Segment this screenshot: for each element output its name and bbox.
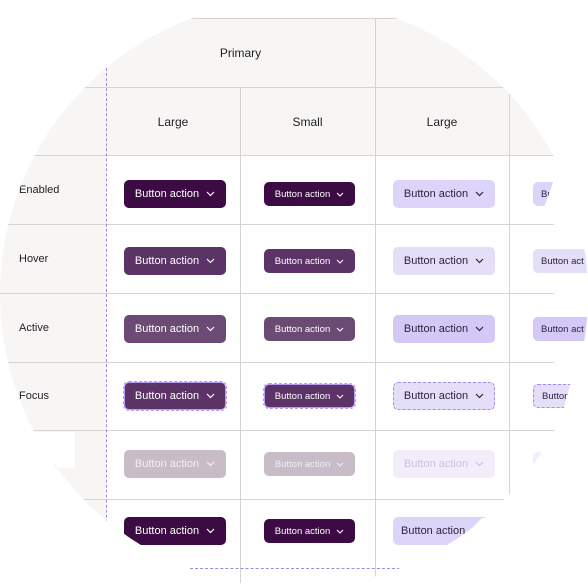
top-band: [0, 0, 588, 18]
primary-small-last-button[interactable]: Button action: [264, 519, 355, 543]
secondary-large-focus-button[interactable]: Button action: [393, 382, 495, 410]
secondary-small-active-button[interactable]: Button act: [533, 317, 588, 341]
grid-line: [0, 499, 510, 500]
secondary-large-active-button[interactable]: Button action: [393, 315, 495, 343]
grid-line: [509, 87, 510, 497]
button-label: Button action: [134, 255, 200, 267]
button-label: Button action: [274, 323, 331, 335]
button-label: Button action: [403, 188, 469, 200]
primary-small-enabled-button[interactable]: Button action: [264, 182, 355, 206]
grid-line: [375, 18, 376, 588]
grid-line: [106, 18, 588, 19]
header-secondary-large: Large: [426, 115, 458, 129]
chevron-down-icon: [336, 327, 344, 332]
grid-line: [240, 87, 241, 588]
button-label: Button action: [403, 255, 469, 267]
button-label: Button action: [134, 458, 200, 470]
primary-large-last-button[interactable]: Button action: [124, 517, 226, 545]
button-label: Button action: [274, 255, 331, 267]
row-label-focus: Focus: [19, 390, 49, 402]
grid-line: [0, 155, 554, 156]
header-primary-large: Large: [157, 115, 189, 129]
primary-small-hover-button[interactable]: Button action: [264, 249, 355, 273]
button-label: Button act: [541, 255, 584, 267]
header-primary: Primary: [219, 46, 262, 60]
button-label: Button action: [403, 323, 469, 335]
button-label: Button action: [403, 458, 469, 470]
button-label: Button action: [134, 390, 200, 402]
chevron-down-icon: [206, 191, 215, 197]
row-label-hover: Hover: [19, 253, 49, 265]
secondary-small-disabled-button: [533, 452, 545, 476]
chevron-down-icon: [336, 259, 344, 264]
primary-large-active-button[interactable]: Button action: [124, 315, 226, 343]
button-label: Button action: [134, 188, 200, 200]
grid-line: [0, 362, 554, 363]
primary-large-focus-button[interactable]: Button action: [123, 381, 227, 411]
chevron-down-icon: [475, 326, 484, 332]
button-label: Button act: [541, 323, 584, 335]
header-primary-small: Small: [292, 115, 323, 129]
button-label: Button action: [274, 525, 331, 537]
primary-large-hover-button[interactable]: Button action: [124, 247, 226, 275]
chevron-down-icon: [206, 393, 215, 399]
chevron-down-icon: [336, 394, 344, 399]
button-label: Button action: [134, 525, 200, 537]
guide-line: [106, 68, 107, 588]
chevron-down-icon: [475, 461, 484, 467]
table-body-background: [106, 156, 588, 588]
button-label: Button action: [274, 188, 331, 200]
grid-line: [0, 293, 554, 294]
button-label: Button action: [274, 458, 331, 470]
row-label-enabled: Enabled: [19, 184, 60, 196]
chevron-down-icon: [475, 258, 484, 264]
secondary-large-enabled-button[interactable]: Button action: [393, 180, 495, 208]
chevron-down-icon: [206, 461, 215, 467]
secondary-large-disabled-button: Button action: [393, 450, 495, 478]
grid-line: [0, 430, 554, 431]
primary-large-disabled-button: Button action: [124, 450, 226, 478]
button-label: Button: [542, 390, 570, 402]
chevron-down-icon: [475, 393, 484, 399]
grid-line: [0, 224, 554, 225]
chevron-down-icon: [206, 258, 215, 264]
chevron-down-icon: [206, 528, 215, 534]
button-label: Button action: [274, 390, 331, 402]
chevron-down-icon: [336, 462, 344, 467]
chevron-down-icon: [475, 191, 484, 197]
primary-small-active-button[interactable]: Button action: [264, 317, 355, 341]
primary-small-focus-button[interactable]: Button action: [263, 383, 356, 409]
button-label: Button action: [403, 390, 469, 402]
chevron-down-icon: [336, 529, 344, 534]
row-label-active: Active: [19, 322, 49, 334]
button-label: Button action: [401, 525, 466, 537]
secondary-large-hover-button[interactable]: Button action: [393, 247, 495, 275]
secondary-small-hover-button[interactable]: Button act: [533, 249, 588, 273]
primary-small-disabled-button: Button action: [264, 452, 355, 476]
chevron-down-icon: [336, 192, 344, 197]
chevron-down-icon: [206, 326, 215, 332]
primary-large-enabled-button[interactable]: Button action: [124, 180, 226, 208]
grid-line: [85, 87, 588, 88]
guide-line: [190, 568, 400, 569]
button-label: Button action: [134, 323, 200, 335]
cut-overlay: [20, 432, 75, 468]
